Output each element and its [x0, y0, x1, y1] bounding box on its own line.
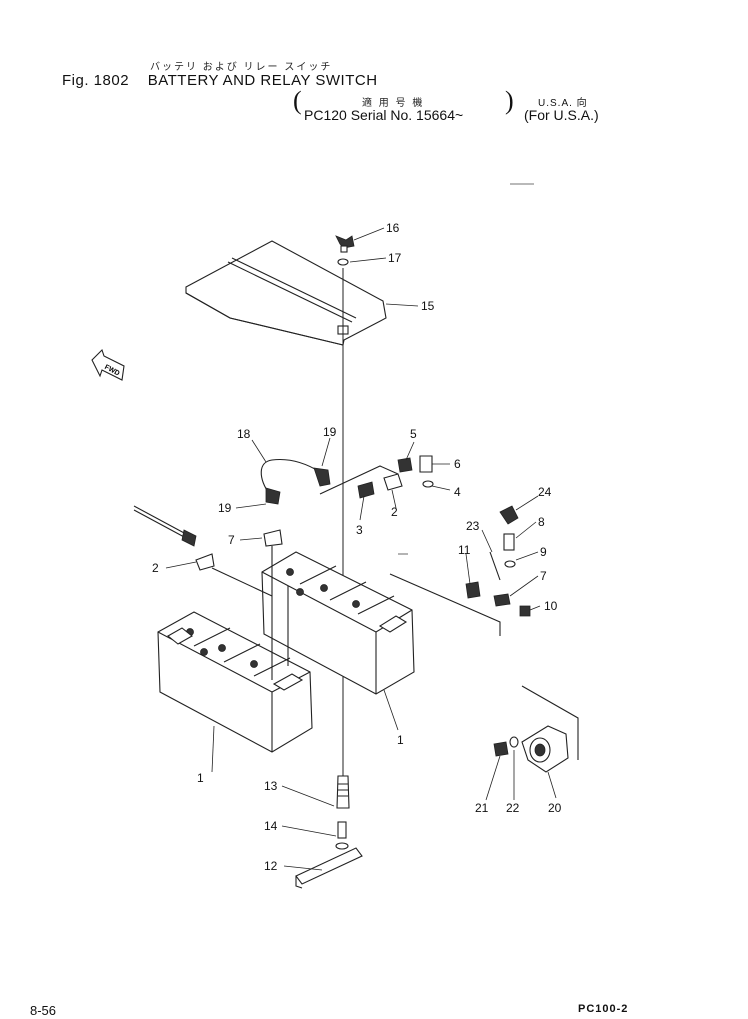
- callout-24: 24: [538, 485, 552, 499]
- callout-1b: 1: [397, 733, 404, 747]
- callout-12: 12: [264, 859, 278, 873]
- callout-19a: 19: [323, 425, 337, 439]
- serial-number: PC120 Serial No. 15664~: [304, 107, 464, 123]
- ground-cable: [133, 505, 197, 547]
- terminal-clamp-2: [195, 553, 215, 571]
- bracket-plate: [319, 465, 399, 495]
- hold-down-bar: [295, 847, 363, 889]
- figure-title: BATTERY AND RELAY SWITCH: [147, 72, 378, 89]
- bracket-plate-right: [389, 573, 501, 636]
- callout-9: 9: [540, 545, 547, 559]
- callout-13: 13: [264, 779, 278, 793]
- close-paren: ): [505, 86, 514, 115]
- fwd-arrow-icon: FWD: [91, 348, 125, 381]
- battery-front: [157, 611, 313, 753]
- callout-19b: 19: [218, 501, 232, 515]
- callout-8: 8: [538, 515, 545, 529]
- open-paren: (: [293, 86, 302, 115]
- callout-22: 22: [506, 801, 520, 815]
- bolt-21: [493, 741, 509, 757]
- callout-15: 15: [421, 299, 435, 313]
- callout-numbers: 1 1 2 2 3 4 5 6 7 7 8 9 10 11 12 13 14 1…: [152, 221, 562, 873]
- callout-7b: 7: [540, 569, 547, 583]
- leader-lines: [165, 227, 557, 871]
- callout-14: 14: [264, 819, 278, 833]
- washer-22: [509, 736, 519, 748]
- callout-11: 11: [458, 543, 471, 557]
- title-row: Fig. 1802 BATTERY AND RELAY SWITCH: [62, 72, 378, 89]
- callout-21: 21: [475, 801, 489, 815]
- callout-18: 18: [237, 427, 251, 441]
- callout-23: 23: [466, 519, 480, 533]
- header: バッテリ および リレー スイッチ Fig. 1802 BATTERY AND …: [0, 0, 748, 140]
- callout-2a: 2: [152, 561, 159, 575]
- connect-line-a: [211, 567, 273, 597]
- callout-10: 10: [544, 599, 558, 613]
- stud-bolt: [336, 775, 350, 809]
- usa-label: (For U.S.A.): [524, 107, 599, 123]
- terminal-clamp-7: [263, 529, 283, 547]
- callout-20: 20: [548, 801, 562, 815]
- figure-number: Fig. 1802: [62, 72, 130, 89]
- callout-1a: 1: [197, 771, 204, 785]
- right-small-parts: [465, 505, 531, 617]
- callout-3: 3: [356, 523, 363, 537]
- relay-switch: [521, 685, 579, 773]
- wing-bolt: [335, 235, 355, 253]
- callout-2b: 2: [391, 505, 398, 519]
- callout-5: 5: [410, 427, 417, 441]
- callout-17: 17: [388, 251, 402, 265]
- serial-japanese: 適 用 号 機: [362, 98, 425, 109]
- spacer-14: [337, 821, 347, 839]
- title-japanese: バッテリ および リレー スイッチ: [150, 62, 333, 73]
- callout-4: 4: [454, 485, 461, 499]
- battery-cover: [185, 240, 387, 346]
- washer-17: [337, 258, 349, 266]
- battery-cable: [260, 458, 331, 505]
- usa-japanese: U.S.A. 向: [538, 98, 588, 109]
- callout-6: 6: [454, 457, 461, 471]
- washer-14: [335, 842, 349, 850]
- relay-small-parts: [357, 455, 434, 499]
- page-number: 8-56: [30, 1003, 57, 1018]
- model-code: PC100-2: [578, 1003, 629, 1015]
- callout-7a: 7: [228, 533, 235, 547]
- battery-rear: [261, 551, 415, 695]
- callout-16: 16: [386, 221, 400, 235]
